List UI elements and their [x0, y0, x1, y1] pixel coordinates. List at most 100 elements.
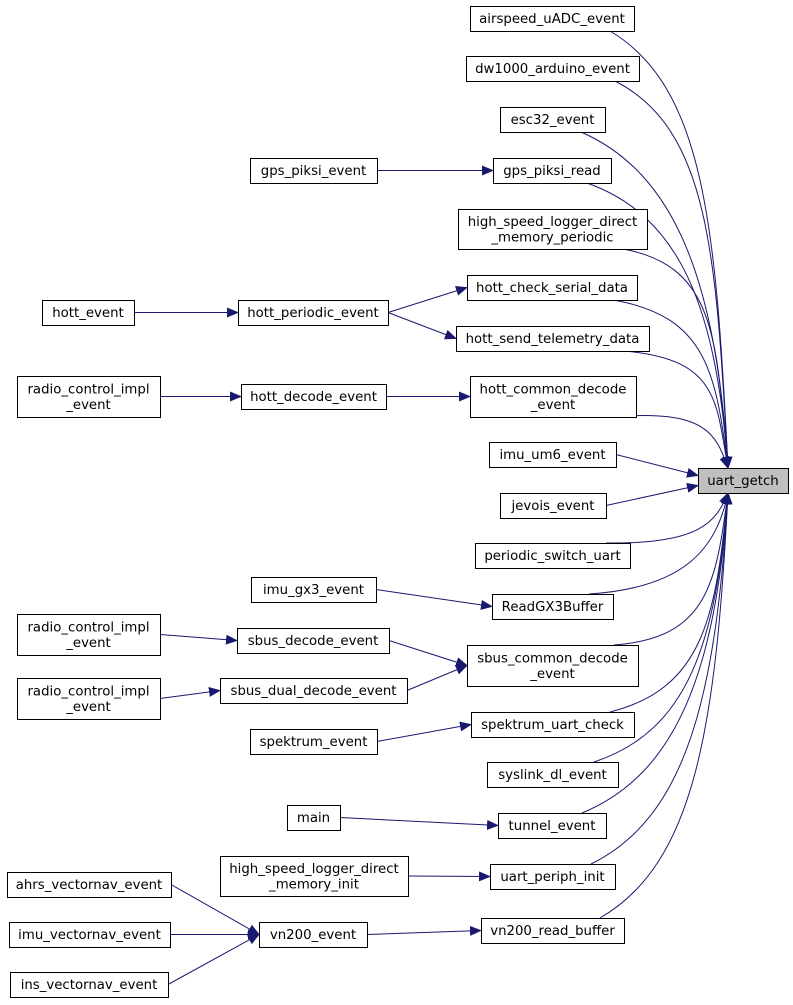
- node-label: imu_vectornav_event: [18, 928, 161, 943]
- node-label: _event: [65, 636, 111, 651]
- node-box: [490, 864, 616, 890]
- node-sbus-decode-event[interactable]: sbus_decode_event: [237, 628, 390, 654]
- node-label: hott_send_telemetry_data: [466, 332, 640, 347]
- node-uart-getch[interactable]: uart_getch: [698, 468, 789, 494]
- node-radio-control-impl-event-2[interactable]: radio_control_impl_event: [17, 614, 161, 656]
- edge-uart-periph-init-to-uart-getch: [590, 492, 733, 865]
- node-jevois-event[interactable]: jevois_event: [500, 493, 607, 519]
- node-box: [220, 856, 409, 897]
- node-label: ReadGX3Buffer: [502, 600, 604, 615]
- node-box: [17, 614, 161, 656]
- node-imu-vectornav-event[interactable]: imu_vectornav_event: [9, 922, 171, 948]
- node-box: [475, 543, 631, 569]
- node-hott-check-serial-data[interactable]: hott_check_serial_data: [467, 275, 638, 301]
- node-box: [467, 275, 638, 301]
- node-label: sbus_decode_event: [248, 634, 379, 649]
- node-box: [456, 326, 650, 352]
- node-label: tunnel_event: [509, 819, 596, 834]
- node-imu-um6-event[interactable]: imu_um6_event: [489, 442, 617, 468]
- edge-vn200-event-to-vn200-read-buffer: [366, 925, 482, 936]
- node-periodic-switch-uart[interactable]: periodic_switch_uart: [475, 543, 631, 569]
- node-box: [287, 805, 341, 831]
- nodes-layer: uart_getch airspeed_uADC_event dw1000_ardu…: [7, 6, 789, 998]
- node-hott-common-decode-event[interactable]: hott_common_decode_event: [470, 376, 637, 418]
- node-syslink-dl-event[interactable]: syslink_dl_event: [487, 762, 619, 788]
- node-spektrum-uart-check[interactable]: spektrum_uart_check: [471, 712, 635, 738]
- node-box: [492, 594, 614, 620]
- edge-spektrum-event-to-spektrum-uart-check: [376, 721, 472, 742]
- node-gps-piksi-read[interactable]: gps_piksi_read: [493, 158, 612, 184]
- node-hott-periodic-event[interactable]: hott_periodic_event: [238, 300, 389, 326]
- node-label: vn200_event: [270, 928, 356, 943]
- node-box: [481, 918, 625, 944]
- node-label: uart_getch: [707, 474, 778, 489]
- node-box: [238, 300, 389, 326]
- node-uart-periph-init[interactable]: uart_periph_init: [490, 864, 616, 890]
- node-sbus-common-decode-event[interactable]: sbus_common_decode_event: [467, 645, 639, 687]
- node-box: [9, 922, 171, 948]
- node-label: _event: [65, 398, 111, 413]
- edge-high-speed-logger-direct-memory-periodic-to-uart-getch: [622, 248, 732, 469]
- node-high-speed-logger-direct-memory-init[interactable]: high_speed_logger_direct_memory_init: [220, 856, 409, 897]
- node-label: gps_piksi_read: [503, 164, 601, 179]
- node-box: [470, 376, 637, 418]
- node-box: [42, 300, 135, 326]
- node-radio-control-impl-event-1[interactable]: radio_control_impl_event: [17, 376, 161, 418]
- node-box: [17, 678, 161, 720]
- node-hott-event[interactable]: hott_event: [42, 300, 135, 326]
- node-sbus-dual-decode-event[interactable]: sbus_dual_decode_event: [220, 678, 408, 704]
- node-high-speed-logger-direct-memory-periodic[interactable]: high_speed_logger_direct_memory_periodic: [458, 209, 648, 250]
- node-label: vn200_read_buffer: [490, 924, 615, 939]
- node-box: [237, 628, 390, 654]
- node-box: [17, 376, 161, 418]
- node-dw1000-arduino-event[interactable]: dw1000_arduino_event: [466, 56, 640, 82]
- node-imu-gx3-event[interactable]: imu_gx3_event: [251, 577, 377, 603]
- node-label: gps_piksi_event: [261, 164, 366, 179]
- node-vn200-event[interactable]: vn200_event: [259, 922, 368, 948]
- node-box: [251, 577, 377, 603]
- node-label: periodic_switch_uart: [484, 549, 620, 564]
- node-label: imu_gx3_event: [263, 583, 364, 598]
- node-vn200-read-buffer[interactable]: vn200_read_buffer: [481, 918, 625, 944]
- node-main[interactable]: main: [287, 805, 341, 831]
- node-spektrum-event[interactable]: spektrum_event: [250, 729, 378, 755]
- node-gps-piksi-event[interactable]: gps_piksi_event: [250, 158, 378, 184]
- node-label: high_speed_logger_direct: [229, 862, 398, 877]
- node-box: [500, 107, 606, 133]
- node-box: [10, 972, 169, 998]
- node-esc32-event[interactable]: esc32_event: [500, 107, 606, 133]
- node-ahrs-vectornav-event[interactable]: ahrs_vectornav_event: [7, 872, 172, 898]
- edge-gps-piksi-read-to-uart-getch: [586, 182, 733, 469]
- node-box: [470, 6, 635, 32]
- node-hott-send-telemetry-data[interactable]: hott_send_telemetry_data: [456, 326, 650, 352]
- edge-hott-common-decode-event-to-uart-getch: [611, 415, 730, 469]
- node-label: airspeed_uADC_event: [479, 12, 625, 27]
- edge-sbus-common-decode-event-to-uart-getch: [613, 492, 732, 646]
- node-label: syslink_dl_event: [498, 768, 607, 783]
- node-label: _event: [529, 667, 575, 682]
- node-ins-vectornav-event[interactable]: ins_vectornav_event: [10, 972, 169, 998]
- node-box: [698, 468, 789, 494]
- node-box: [489, 442, 617, 468]
- node-box: [498, 813, 607, 839]
- edge-periodic-switch-uart-to-uart-getch: [605, 492, 729, 544]
- node-label: _memory_init: [268, 877, 359, 892]
- node-label: jevois_event: [510, 499, 594, 514]
- node-label: spektrum_event: [260, 735, 368, 750]
- node-readgx3buffer[interactable]: ReadGX3Buffer: [492, 594, 614, 620]
- edge-hott-periodic-event-to-hott-check-serial-data: [387, 286, 468, 313]
- edges-layer: [134, 30, 733, 985]
- node-box: [466, 56, 640, 82]
- node-label: esc32_event: [511, 113, 595, 128]
- edge-spektrum-uart-check-to-uart-getch: [609, 492, 732, 713]
- node-label: _event: [530, 398, 576, 413]
- node-box: [467, 645, 639, 687]
- node-tunnel-event[interactable]: tunnel_event: [498, 813, 607, 839]
- edge-radio-control-impl-event-3-to-sbus-dual-decode-event: [159, 686, 221, 699]
- node-hott-decode-event[interactable]: hott_decode_event: [241, 384, 387, 410]
- edge-radio-control-impl-event-2-to-sbus-decode-event: [159, 634, 238, 645]
- node-radio-control-impl-event-3[interactable]: radio_control_impl_event: [17, 678, 161, 720]
- edge-high-speed-logger-direct-memory-init-to-uart-periph-init: [407, 871, 491, 882]
- node-box: [458, 209, 648, 250]
- node-airspeed-uadc-event[interactable]: airspeed_uADC_event: [470, 6, 635, 32]
